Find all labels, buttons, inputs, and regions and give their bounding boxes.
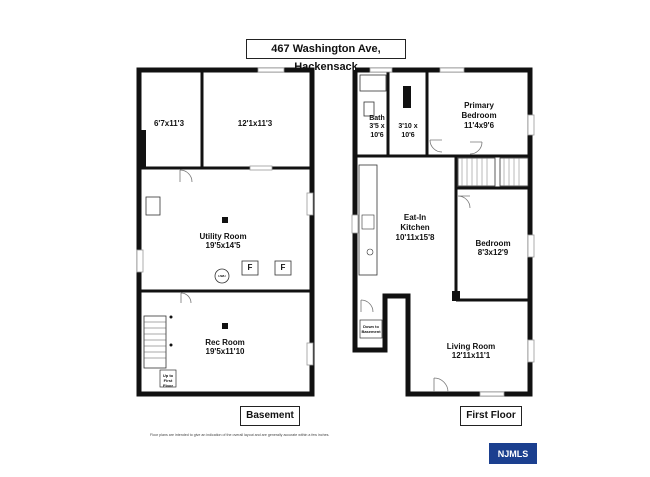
furnace-2 bbox=[274, 260, 292, 276]
down-stairs-box bbox=[359, 319, 383, 339]
basement-label: Basement bbox=[240, 406, 300, 426]
first-window-5 bbox=[527, 339, 535, 363]
first-floor-label: First Floor bbox=[460, 406, 522, 426]
primary-bedroom-name: Primary Bedroom bbox=[461, 101, 497, 120]
kitchen-name: Eat-In Kitchen bbox=[400, 213, 430, 232]
basement-stair-note: Up to First Floor bbox=[162, 373, 174, 388]
room-small-dims: 6'7x11'3 bbox=[153, 119, 185, 128]
first-window-1 bbox=[369, 67, 393, 73]
first-window-2 bbox=[439, 67, 465, 73]
primary-bedroom-dims: 11'4x9'6 bbox=[463, 121, 495, 130]
column-post-2 bbox=[222, 323, 228, 329]
kitchen-sink bbox=[361, 214, 375, 230]
water-heater-label: HWH bbox=[218, 274, 226, 278]
bathtub bbox=[359, 74, 387, 92]
rec-room-dims: 19'5x11'10 bbox=[205, 347, 245, 356]
first-door-3 bbox=[469, 141, 483, 155]
basement-window-1 bbox=[257, 67, 285, 73]
water-heater bbox=[214, 268, 230, 284]
first-window-6 bbox=[351, 214, 359, 234]
njmls-logo: NJMLS bbox=[489, 443, 537, 464]
first-window-4 bbox=[527, 234, 535, 258]
toilet bbox=[363, 101, 375, 117]
first-window-7 bbox=[479, 391, 505, 397]
disclaimer-text: Floor plans are intended to give an indi… bbox=[150, 433, 330, 437]
utility-sink bbox=[145, 196, 161, 216]
basement-stairs bbox=[143, 315, 177, 388]
stove-burner bbox=[366, 248, 374, 256]
closet-room-dims: 3'10 x 10'6 bbox=[398, 123, 418, 139]
living-room-dims: 12'11x11'1 bbox=[451, 351, 491, 360]
basement-door-2 bbox=[180, 292, 192, 304]
basement-window-4 bbox=[306, 342, 314, 366]
kitchen-dims: 10'11x15'8 bbox=[395, 233, 435, 242]
room-12-1-dims: 12'1x11'3 bbox=[237, 119, 273, 128]
closet-1 bbox=[457, 157, 496, 187]
basement-door-1 bbox=[179, 169, 193, 183]
basement-window-5 bbox=[136, 249, 144, 273]
wall-block bbox=[403, 86, 411, 108]
bath-name: Bath bbox=[369, 115, 385, 122]
column-post-1 bbox=[222, 217, 228, 223]
basement-plan bbox=[136, 67, 315, 397]
front-door bbox=[433, 377, 449, 393]
plan-title: 467 Washington Ave, Hackensack bbox=[246, 39, 406, 73]
basement-window-3 bbox=[306, 192, 314, 216]
rec-room-name: Rec Room bbox=[205, 338, 245, 347]
utility-room-name: Utility Room bbox=[199, 232, 247, 241]
furnace-1 bbox=[241, 260, 259, 276]
basement-dark-column bbox=[139, 130, 146, 168]
furnace-label-1: F bbox=[247, 263, 253, 272]
utility-room-dims: 19'5x14'5 bbox=[205, 241, 241, 250]
bath-dims: 3'5 x 10'6 bbox=[369, 123, 385, 139]
bedroom-dims: 8'3x12'9 bbox=[477, 248, 509, 257]
bedroom-name: Bedroom bbox=[475, 239, 511, 248]
living-room-name: Living Room bbox=[446, 342, 496, 351]
first-floor-plan bbox=[351, 67, 535, 397]
first-door-1 bbox=[429, 139, 443, 153]
basement-outer-wall bbox=[136, 67, 315, 397]
furnace-label-2: F bbox=[280, 263, 286, 272]
first-window-3 bbox=[527, 114, 535, 136]
basement-window-2 bbox=[249, 165, 273, 171]
first-door-2 bbox=[457, 195, 471, 209]
first-floor-stair-note: Down to Basement bbox=[361, 324, 381, 334]
first-door-4 bbox=[360, 299, 374, 313]
